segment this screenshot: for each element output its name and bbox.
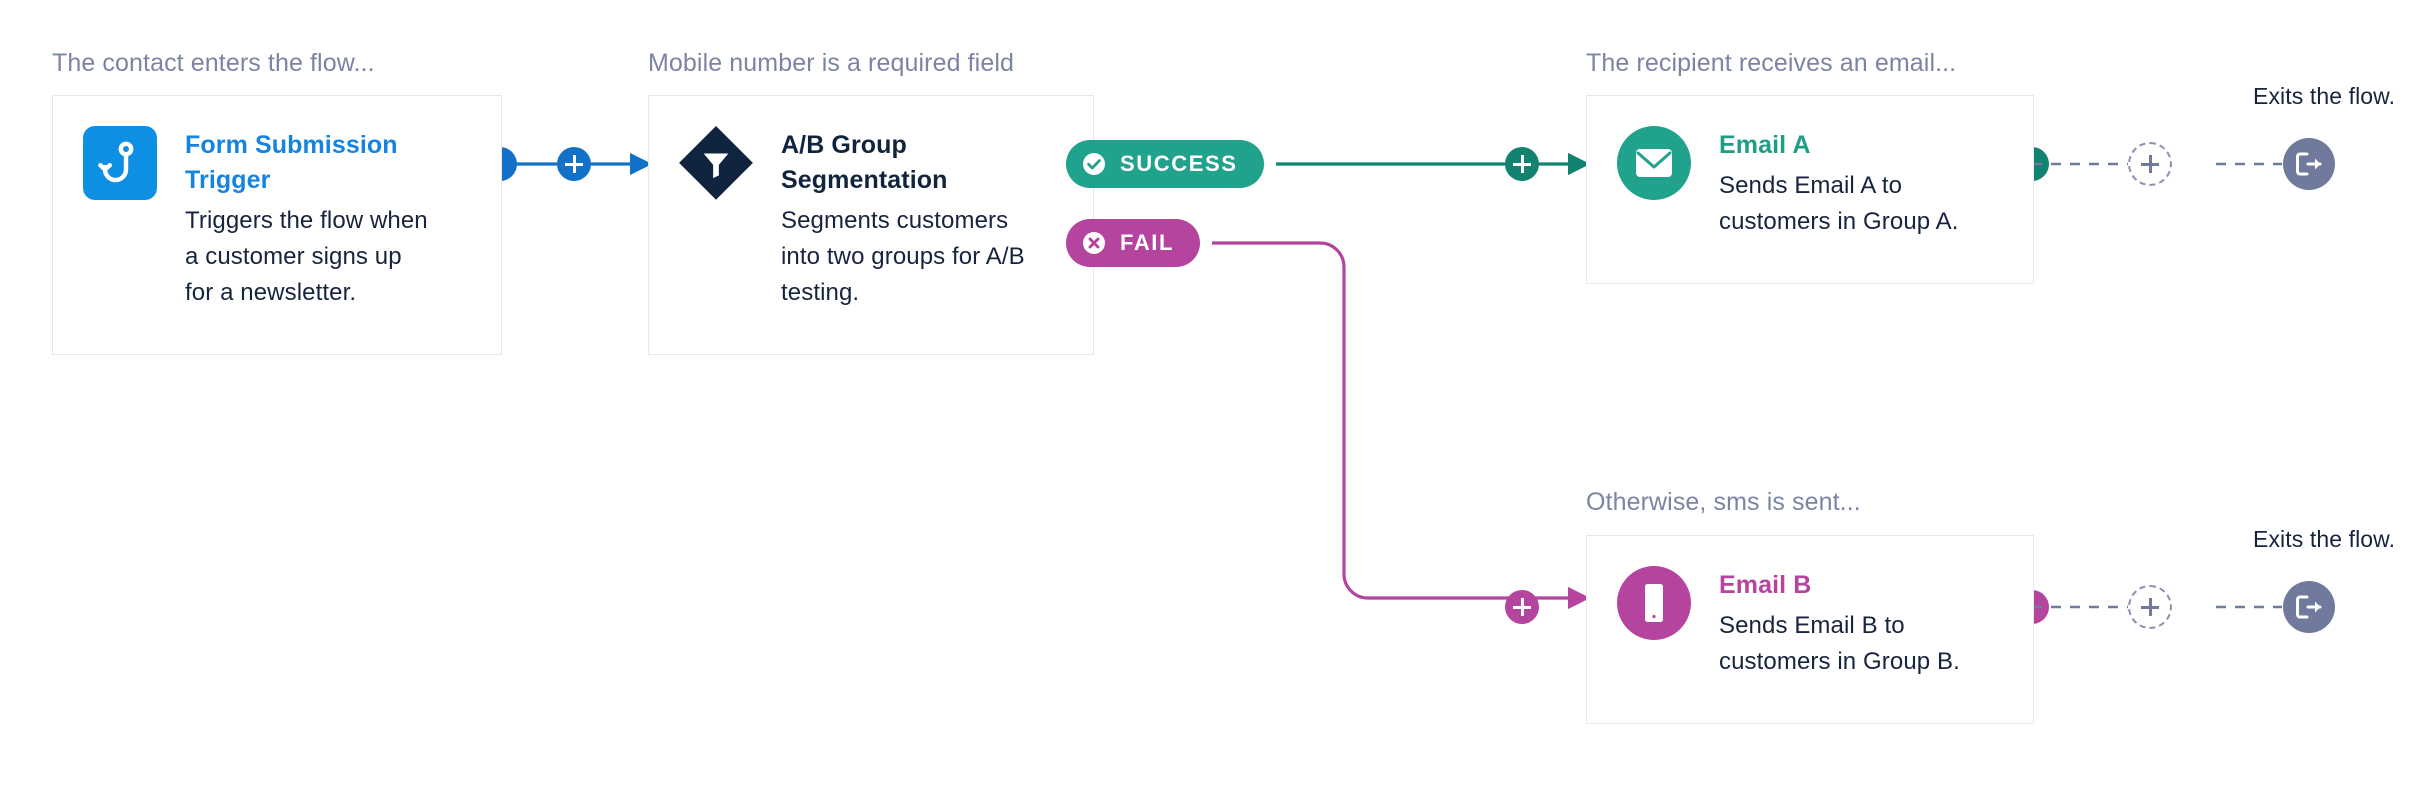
card-body: Form Submission Trigger Triggers the flo… [185,126,475,311]
card-body: A/B Group Segmentation Segments customer… [781,126,1067,311]
plus-icon [2141,598,2159,616]
x-circle-icon [1082,231,1106,255]
check-circle-icon [1082,152,1106,176]
card-title: Email B [1719,571,1812,599]
caption-trigger: The contact enters the flow... [52,49,375,77]
card-title: A/B Group Segmentation [781,131,948,194]
email-b-output-port [2032,590,2049,624]
plus-icon [565,155,583,173]
add-step-button-fail-to-email-b[interactable] [1505,590,1539,624]
plus-icon [1513,155,1531,173]
add-step-button-email-a-to-exit[interactable] [2128,142,2172,186]
card-form-submission-trigger[interactable]: Form Submission Trigger Triggers the flo… [52,95,502,355]
trigger-output-port [500,147,517,181]
card-icon-wrapper [679,126,753,200]
exit-node-bottom[interactable] [2283,581,2335,633]
caption-segmentation: Mobile number is a required field [648,49,1014,77]
card-body: Email B Sends Email B to customers in Gr… [1719,566,2007,680]
card-description: Sends Email A to customers in Group A. [1719,172,1959,235]
wire-fail-to-email-b [1212,241,1591,610]
funnel-filter-icon [679,126,753,200]
email-a-output-port [2032,147,2049,181]
mobile-phone-icon [1617,566,1691,640]
plus-icon [1513,598,1531,616]
card-description: Sends Email B to customers in Group B. [1719,612,1960,675]
card-email-b[interactable]: Email B Sends Email B to customers in Gr… [1586,535,2034,724]
card-title: Email A [1719,131,1811,159]
card-body: Email A Sends Email A to customers in Gr… [1719,126,2007,240]
card-icon-wrapper [1617,126,1691,200]
branch-badge-label: SUCCESS [1120,151,1238,176]
exit-label-top: Exits the flow. [2253,83,2396,109]
envelope-icon [1617,126,1691,200]
card-icon-wrapper [83,126,157,200]
exit-label-bottom: Exits the flow. [2253,526,2396,552]
add-step-button-success-to-email-a[interactable] [1505,147,1539,181]
exit-arrow-icon [2296,152,2322,176]
branch-badge-label: FAIL [1120,230,1175,255]
exit-node-top[interactable] [2283,138,2335,190]
card-ab-group-segmentation[interactable]: A/B Group Segmentation Segments customer… [648,95,1094,355]
card-description: Triggers the flow when a customer signs … [185,207,428,306]
branch-badge-fail[interactable]: FAIL [1066,219,1201,267]
plus-icon [2141,155,2159,173]
add-step-button-trigger-to-segmentation[interactable] [557,147,591,181]
card-description: Segments customers into two groups for A… [781,207,1025,306]
add-step-button-email-b-to-exit[interactable] [2128,585,2172,629]
caption-email-b: Otherwise, sms is sent... [1586,488,1861,516]
card-email-a[interactable]: Email A Sends Email A to customers in Gr… [1586,95,2034,284]
caption-email-a: The recipient receives an email... [1586,49,1957,77]
branch-badge-success[interactable]: SUCCESS [1066,140,1264,188]
card-icon-wrapper [1617,566,1691,640]
card-title: Form Submission Trigger [185,131,398,194]
exit-arrow-icon [2296,595,2322,619]
fish-hook-icon [83,126,157,200]
